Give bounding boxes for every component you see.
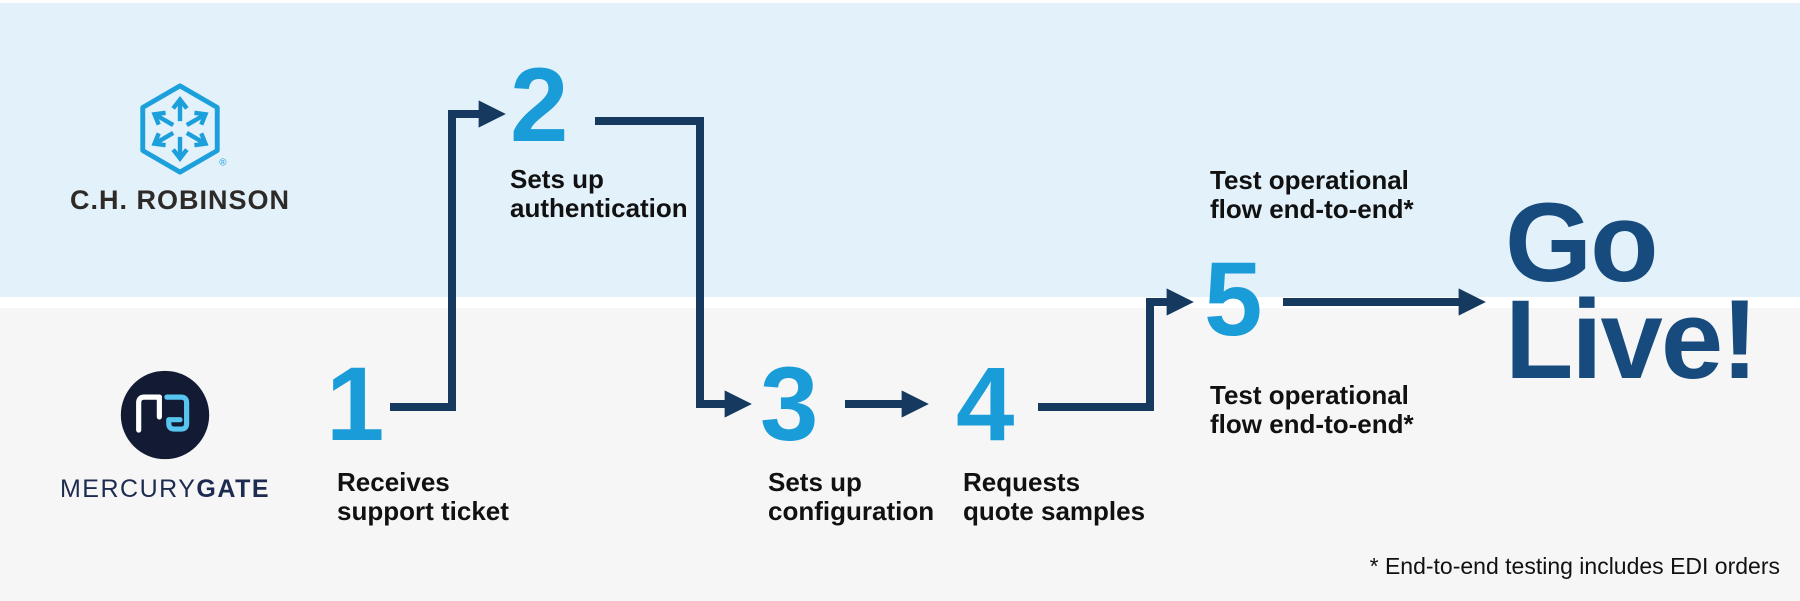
mg-circle-icon <box>120 370 210 460</box>
mercurygate-wordmark: MERCURYGATE <box>15 475 315 504</box>
wordmark-gate: GATE <box>196 475 271 503</box>
step-5-label-below: Test operational flow end-to-end* <box>1210 380 1414 439</box>
mercurygate-logo: MERCURYGATE <box>15 368 315 504</box>
step-2-number: 2 <box>510 47 568 164</box>
lane-chrobinson <box>0 3 1800 297</box>
hexagon-arrows-icon: ® <box>140 83 227 175</box>
wordmark-mercury: MERCURY <box>59 475 197 503</box>
step-2-label: Sets up authentication <box>510 164 688 223</box>
step-5-label-above: Test operational flow end-to-end* <box>1210 165 1414 224</box>
step-1-label: Receives support ticket <box>337 467 509 526</box>
chr-logo: ® C.H. ROBINSON <box>30 80 330 216</box>
step-4-label: Requests quote samples <box>963 467 1146 526</box>
mg-monogram-g <box>164 394 190 432</box>
lane-mercurygate <box>0 308 1800 601</box>
footnote: * End-to-end testing includes EDI orders <box>1369 553 1780 579</box>
chr-wordmark: C.H. ROBINSON <box>69 185 290 215</box>
mg-monogram-m <box>136 394 162 433</box>
step-3-label: Sets up configuration <box>768 467 935 526</box>
step-5-number: 5 <box>1204 241 1262 358</box>
step-4-number: 4 <box>956 346 1014 463</box>
registered-mark: ® <box>219 157 227 168</box>
step-1-number: 1 <box>326 346 384 463</box>
go-live-text: Go Live! <box>1505 180 1758 402</box>
step-3-number: 3 <box>760 346 818 463</box>
